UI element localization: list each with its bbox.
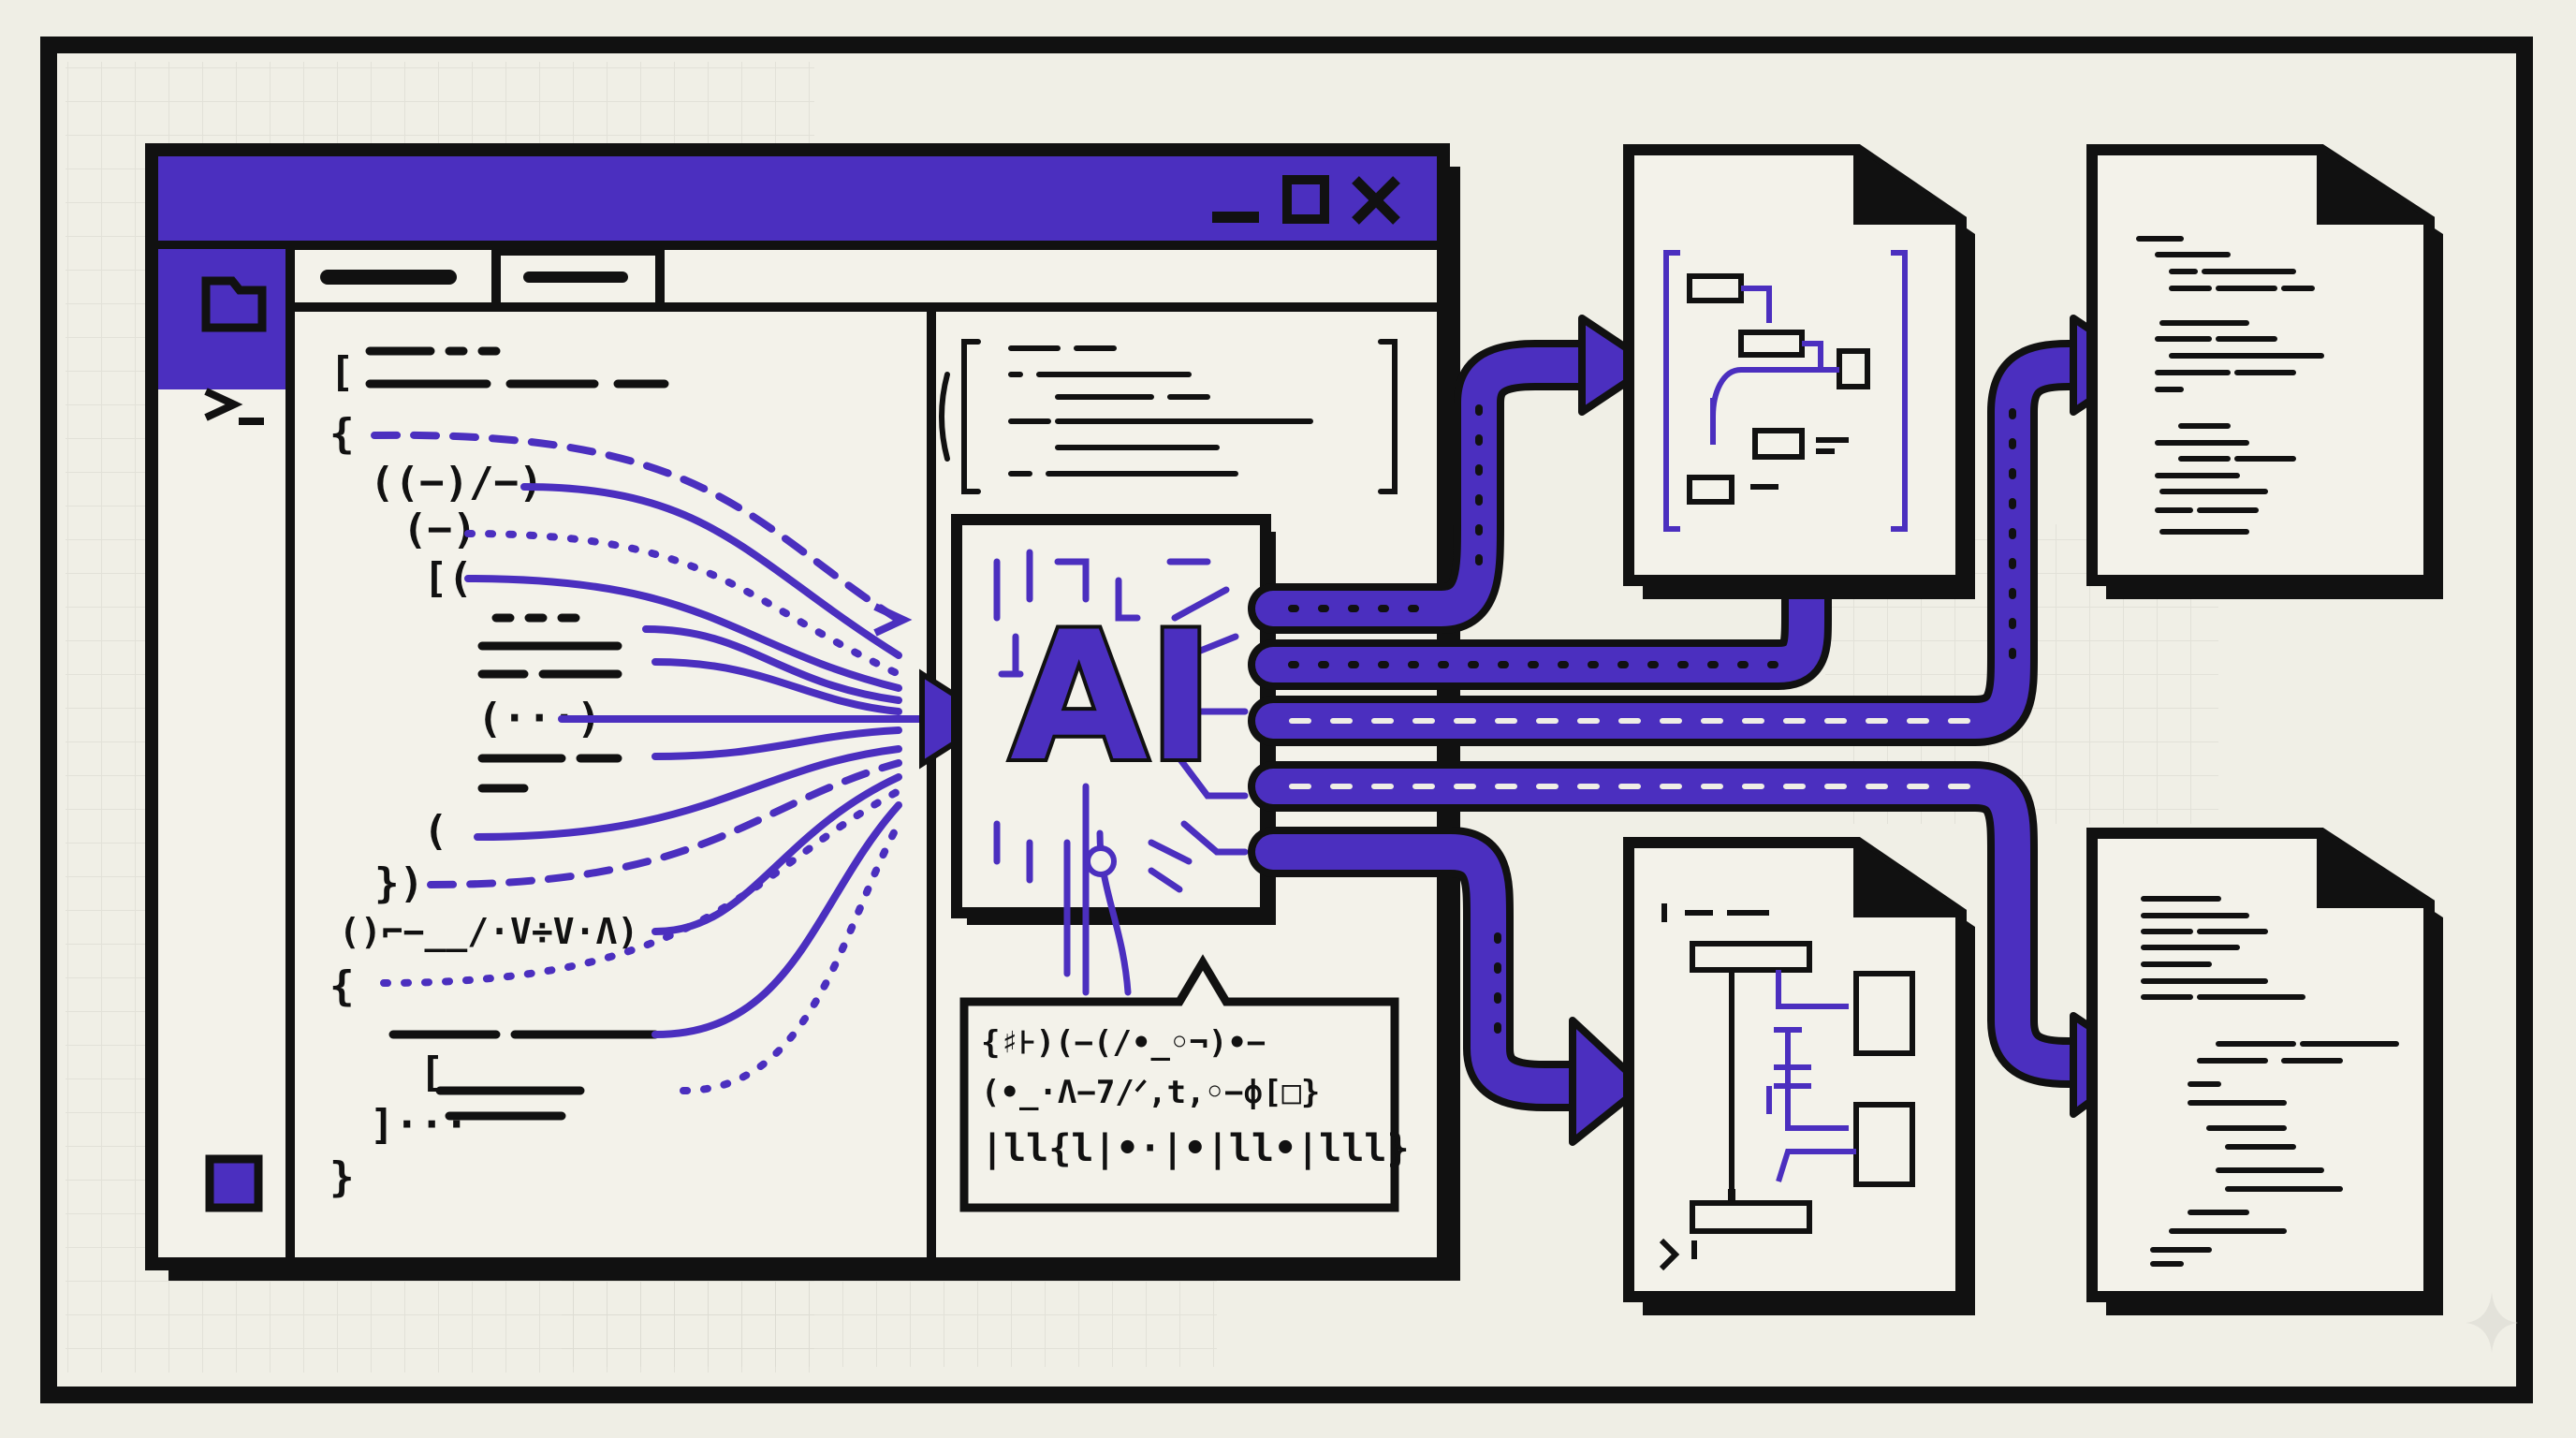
document-flowchart-top xyxy=(1623,144,1975,599)
code-dashes xyxy=(365,346,669,1121)
ai-label: AI xyxy=(1010,594,1214,800)
output-line: {♯⊦)(−(/•_◦¬)•− xyxy=(981,1024,1266,1062)
code-icon xyxy=(2141,896,2399,1267)
output-pipes xyxy=(1248,340,2122,1111)
ai-chip: AI xyxy=(951,514,1276,996)
close-icon[interactable] xyxy=(1352,176,1400,225)
terminal-icon[interactable] xyxy=(204,388,264,425)
sidebar xyxy=(158,249,289,1257)
code-icon xyxy=(2136,236,2324,535)
square-icon[interactable] xyxy=(205,1154,263,1212)
document-flowchart-bottom xyxy=(1623,837,1975,1315)
background-grid-bottom xyxy=(562,1273,1217,1367)
document-code-bottom xyxy=(2086,828,2443,1315)
sidebar-active xyxy=(158,249,289,389)
code-line: ()⌐−__/·V÷V·Λ) xyxy=(339,911,638,952)
code-line: [ xyxy=(329,348,355,396)
arrow-icon xyxy=(1578,315,1656,416)
flowchart-icon xyxy=(1663,250,1908,532)
input-flow-lines xyxy=(371,431,926,1094)
code-line: (−) xyxy=(402,506,476,553)
code-line: ( xyxy=(423,807,448,855)
code-line: { xyxy=(329,410,355,458)
code-line: { xyxy=(329,962,355,1010)
title-bar xyxy=(158,156,1437,241)
right-pane-code xyxy=(939,339,1398,494)
output-line: |ll{l|•·|•|ll•|lll} xyxy=(981,1127,1410,1171)
code-line: ]··· xyxy=(370,1101,469,1149)
output-line: (•_·Λ−7/ᐟ,t,◦−ф[□} xyxy=(981,1074,1320,1111)
output-panel: {♯⊦)(−(/•_◦¬)•− (•_·Λ−7/ᐟ,t,◦−ф[□} |ll{l… xyxy=(959,954,1410,1212)
code-line: }) xyxy=(374,859,424,907)
editor-window: [ { ((−)/−) (−) [( (···) ( }) ()⌐−__/·V÷… xyxy=(145,143,1460,1281)
folder-icon[interactable] xyxy=(201,276,267,332)
code-line: ((−)/−) xyxy=(370,459,543,506)
code-line: } xyxy=(329,1153,355,1201)
maximize-icon[interactable] xyxy=(1282,175,1329,224)
document-code-top xyxy=(2086,144,2443,599)
source-code: [ { ((−)/−) (−) [( (···) ( }) ()⌐−__/·V÷… xyxy=(329,348,638,1201)
arrow-icon xyxy=(1569,1017,1647,1146)
sparkle-icon xyxy=(2466,1292,2518,1353)
tab-inactive[interactable] xyxy=(491,246,665,312)
flowchart-icon xyxy=(1659,903,1915,1271)
